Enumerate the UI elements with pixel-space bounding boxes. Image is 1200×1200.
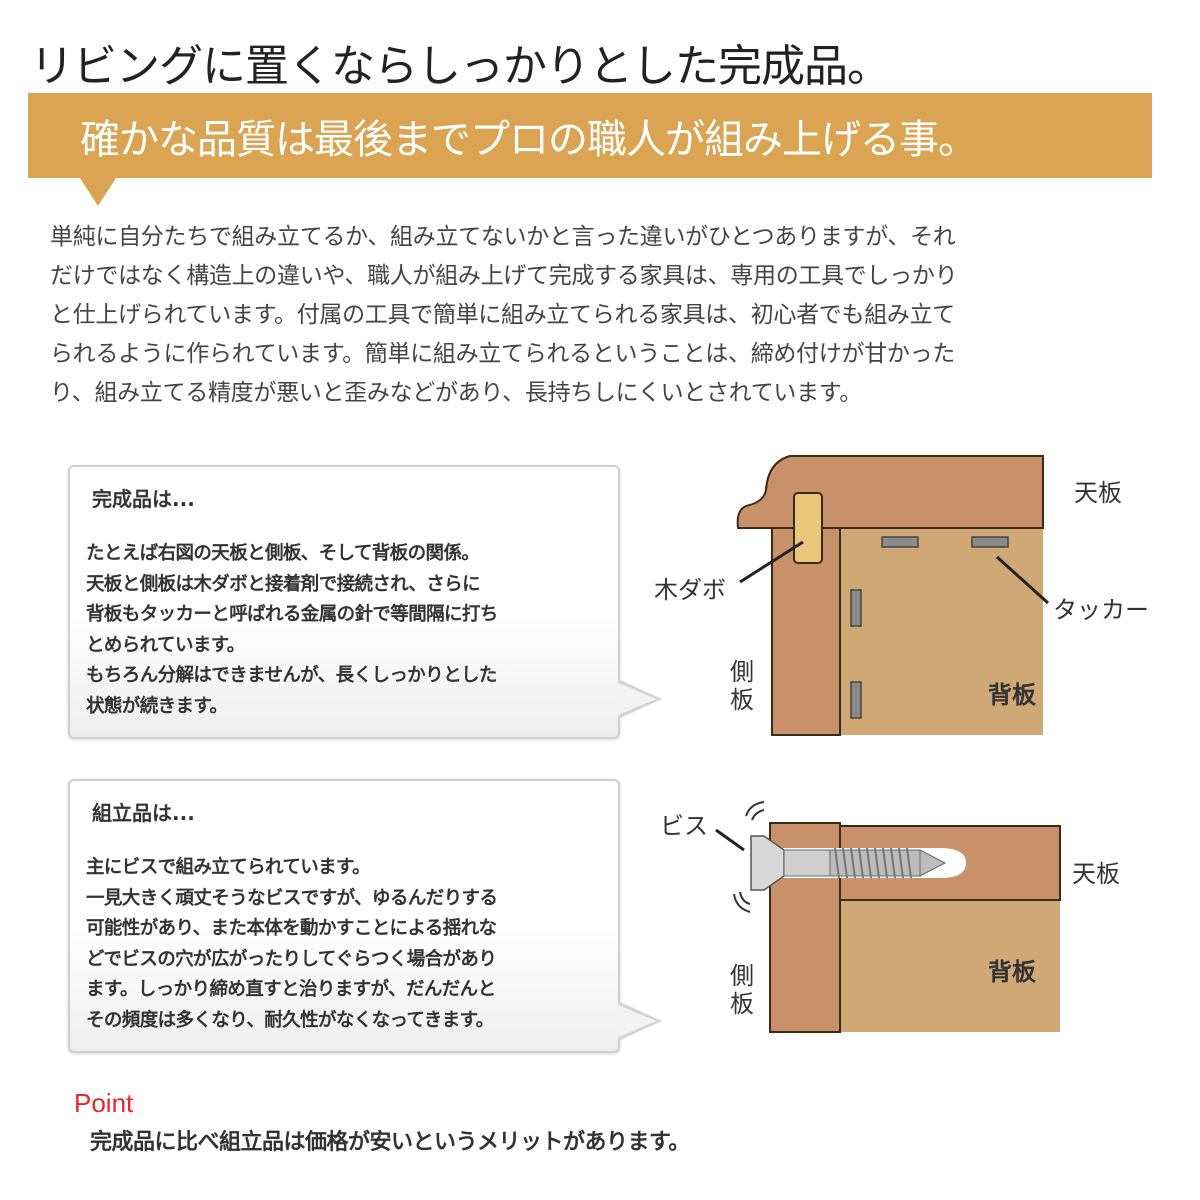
screw-label: ビス (660, 812, 708, 840)
tacker-label: タッカー (1053, 596, 1149, 624)
callout-tail-icon (616, 1001, 662, 1041)
intro-line: と仕上げられています。付属の工具で簡単に組み立てられる家具は、初心者でも組み立て (50, 302, 956, 328)
assembled-product-callout: 組立品は... 主にビスで組み立てられています。 一見大きく頑丈そうなビスですが… (68, 779, 662, 1053)
assembled-line: どでビスの穴が広がったりしてぐらつく場合があり (86, 948, 497, 970)
top-board-label: 天板 (1074, 479, 1122, 507)
finished-line: もちろん分解はできませんが、長くしっかりとした (86, 665, 497, 686)
finished-line: とめられています。 (86, 634, 245, 656)
intro-paragraph: 単純に自分たちで組み立てるか、組み立てないかと言った違いがひとつありますが、それ… (50, 218, 1160, 413)
finished-body: たとえば右図の天板と側板、そして背板の関係。 天板と側板は木ダボと接着剤で接続さ… (86, 539, 498, 722)
callout-tail-icon (616, 679, 662, 719)
dowel-label: 木ダボ (654, 576, 726, 604)
assembled-line: その頻度は多くなり、耐久性がなくなってきます。 (86, 1009, 494, 1031)
intro-line: 単純に自分たちで組み立てるか、組み立てないかと言った違いがひとつありますが、それ (50, 224, 956, 250)
side-board-char: 側 (730, 658, 754, 686)
assembled-body: 主にビスで組み立てられています。 一見大きく頑丈そうなビスですが、ゆるんだりする… (86, 853, 498, 1036)
point-label: Point (74, 1088, 134, 1118)
finished-diagram: 天板 木ダボ タッカー 背板 側 板 (640, 440, 1180, 750)
assembled-line: ます。しっかり締め直すと治りますが、だんだんと (86, 979, 496, 1000)
finished-title: 完成品は... (92, 487, 195, 511)
headline: リビングに置くならしっかりとした完成品。 (30, 41, 891, 92)
finished-product-callout: 完成品は... たとえば右図の天板と側板、そして背板の関係。 天板と側板は木ダボ… (68, 465, 662, 739)
banner-text: 確かな品質は最後までプロの職人が組み上げる事。 (80, 117, 978, 163)
top-board-label: 天板 (1072, 860, 1120, 888)
screw-joint-illustration (715, 801, 1061, 1033)
banner-pointer-icon (80, 178, 116, 206)
assembled-diagram: ビス 天板 背板 側 板 (640, 790, 1180, 1040)
dowel-joint-illustration (736, 455, 1050, 736)
finished-line: たとえば右図の天板と側板、そして背板の関係。 (86, 543, 480, 564)
intro-line: られるように作られています。簡単に組み立てられるということは、締め付けが甘かった (50, 341, 956, 367)
finished-line: 状態が続きます。 (86, 695, 228, 717)
side-board-label: 側 板 (729, 962, 755, 1018)
finished-line: 天板と側板は木ダボと接着剤で接続され、さらに (86, 573, 481, 595)
point-text: 完成品に比べ組立品は価格が安いというメリットがあります。 (90, 1130, 690, 1155)
side-board-char: 側 (730, 962, 754, 990)
intro-line: だけではなく構造上の違いや、職人が組み上げて完成する家具は、専用の工具でしっかり (50, 263, 958, 289)
back-board-label: 背板 (988, 958, 1036, 986)
side-board-char: 板 (730, 686, 754, 714)
side-board-label: 側 板 (729, 658, 755, 714)
assembled-title: 組立品は... (92, 801, 195, 825)
finished-line: 背板もタッカーと呼ばれる金属の針で等間隔に打ち (86, 604, 498, 625)
intro-line: り、組み立てる精度が悪いと歪みなどがあり、長持ちしにくいとされています。 (50, 380, 862, 406)
side-board-char: 板 (730, 990, 754, 1018)
assembled-line: 主にビスで組み立てられています。 (86, 857, 371, 878)
assembled-line: 可能性があり、また本体を動かすことによる揺れな (86, 918, 497, 939)
subheading-banner: 確かな品質は最後までプロの職人が組み上げる事。 (28, 93, 1152, 178)
back-board-label: 背板 (988, 681, 1036, 709)
assembled-line: 一見大きく頑丈そうなビスですが、ゆるんだりする (86, 887, 498, 909)
